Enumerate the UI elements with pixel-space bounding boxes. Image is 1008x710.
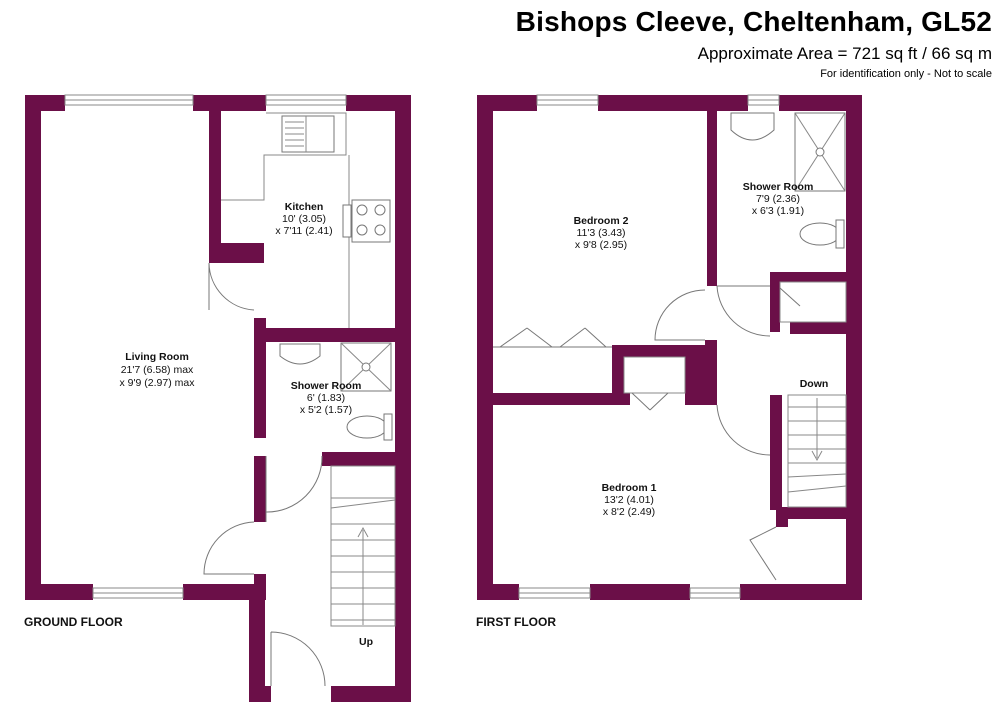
ff-bedroom-1-name: Bedroom 1 (602, 482, 657, 494)
ff-door-shower (716, 285, 771, 337)
ff-bedroom-1-dim1: 13'2 (4.01) (604, 494, 654, 506)
gf-kitchen-name: Kitchen (285, 201, 324, 213)
ground-floor-plan: Living Room 21'7 (6.58) max x 9'9 (2.97)… (24, 94, 411, 702)
ff-wall-cupboard-bottom (790, 322, 862, 334)
ff-wall-wardrobe-side (612, 345, 624, 405)
disclaimer: For identification only - Not to scale (820, 68, 992, 80)
ff-wall-shower-left (707, 111, 717, 286)
gf-hob (351, 199, 391, 243)
gf-wall-top-mid (193, 95, 266, 111)
gf-wall-bottom-mid (183, 584, 265, 600)
ff-shower-room-dim1: 7'9 (2.36) (756, 193, 800, 205)
gf-wall-kitchen-left (209, 111, 221, 251)
ff-wall-landing-right (705, 340, 717, 405)
gf-wall-shower-bottom (322, 452, 411, 466)
ff-wall-top-mid (598, 95, 748, 111)
ff-wall-stairs-side (770, 395, 782, 510)
ff-wall-shower-bottom (770, 272, 862, 282)
ff-wall-bottom-left (477, 584, 519, 600)
ff-stairs (787, 394, 847, 508)
gf-wall-left (25, 95, 41, 600)
ff-stairs-label: Down (800, 378, 829, 390)
gf-wall-top-right (346, 95, 411, 111)
gf-living-room-name: Living Room (125, 351, 189, 363)
gf-door-front (270, 631, 326, 687)
ff-wall-right (846, 95, 862, 600)
gf-door-kitchen (208, 262, 255, 311)
ff-basin (730, 112, 775, 141)
ff-wall-top-right (779, 95, 862, 111)
gf-basin (279, 343, 321, 365)
gf-living-room-dim1: 21'7 (6.58) max (121, 364, 194, 376)
ff-door-bed1 (716, 404, 771, 456)
ff-shower-room-dim2: x 6'3 (1.91) (752, 205, 804, 217)
gf-wall-kitchen-foot (209, 243, 264, 263)
ff-wardrobe-doors (493, 327, 612, 348)
gf-stairs (330, 497, 396, 627)
ff-door-cupboard (749, 526, 777, 581)
ff-wall-bottom-mid (590, 584, 690, 600)
first-floor-label: FIRST FLOOR (476, 615, 556, 629)
ground-floor-label: GROUND FLOOR (24, 615, 123, 629)
gf-wall-porch-left (249, 584, 265, 702)
gf-toilet (346, 415, 388, 439)
ff-cupboard-doors (631, 392, 669, 411)
ff-wall-bottom-right (740, 584, 862, 600)
ff-wall-bed2-bottom (493, 393, 630, 405)
gf-wall-bottom-left (25, 584, 93, 600)
gf-wall-hall-left (254, 456, 266, 522)
gf-living-room-dim2: x 9'9 (2.97) max (120, 377, 196, 389)
gf-wall-kitchen-bottom (254, 328, 411, 342)
gf-wall-bottom-porch (249, 686, 271, 702)
ff-bedroom-2-name: Bedroom 2 (574, 215, 629, 227)
ff-bedroom-1-dim2: x 8'2 (2.49) (603, 506, 655, 518)
ff-door-bed2 (654, 289, 706, 341)
ff-bedroom-2-dim2: x 9'8 (2.95) (575, 239, 627, 251)
gf-stairs-label: Up (359, 636, 373, 648)
gf-kitchen-dim2: x 7'11 (2.41) (275, 225, 332, 237)
ff-bedroom-2-dim1: 11'3 (3.43) (576, 227, 625, 239)
gf-wall-hall-left2 (254, 574, 266, 600)
gf-wall-right (395, 95, 411, 702)
gf-kitchen-dim1: 10' (3.05) (282, 213, 326, 225)
gf-wall-shower-left (254, 318, 266, 438)
gf-shower-room-name: Shower Room (291, 380, 362, 392)
ff-wall-stairs-bottom (776, 507, 862, 519)
gf-shower-room-dim2: x 5'2 (1.57) (300, 404, 352, 416)
ff-wall-cupboard-left (770, 282, 780, 332)
area-summary: Approximate Area = 721 sq ft / 66 sq m (697, 44, 992, 63)
gf-door-living (203, 521, 255, 575)
gf-wall-bottom-right (331, 686, 411, 702)
ff-toilet (799, 222, 841, 246)
ff-wall-bed1-door (776, 519, 788, 527)
gf-door-shower (265, 455, 323, 522)
first-floor-plan: Bedroom 2 11'3 (3.43) x 9'8 (2.95) Showe… (476, 94, 862, 629)
ff-shower-room-name: Shower Room (743, 181, 814, 193)
ff-wall-left (477, 95, 493, 600)
gf-shower-room-dim1: 6' (1.83) (307, 392, 345, 404)
page-title: Bishops Cleeve, Cheltenham, GL52 (515, 6, 992, 37)
